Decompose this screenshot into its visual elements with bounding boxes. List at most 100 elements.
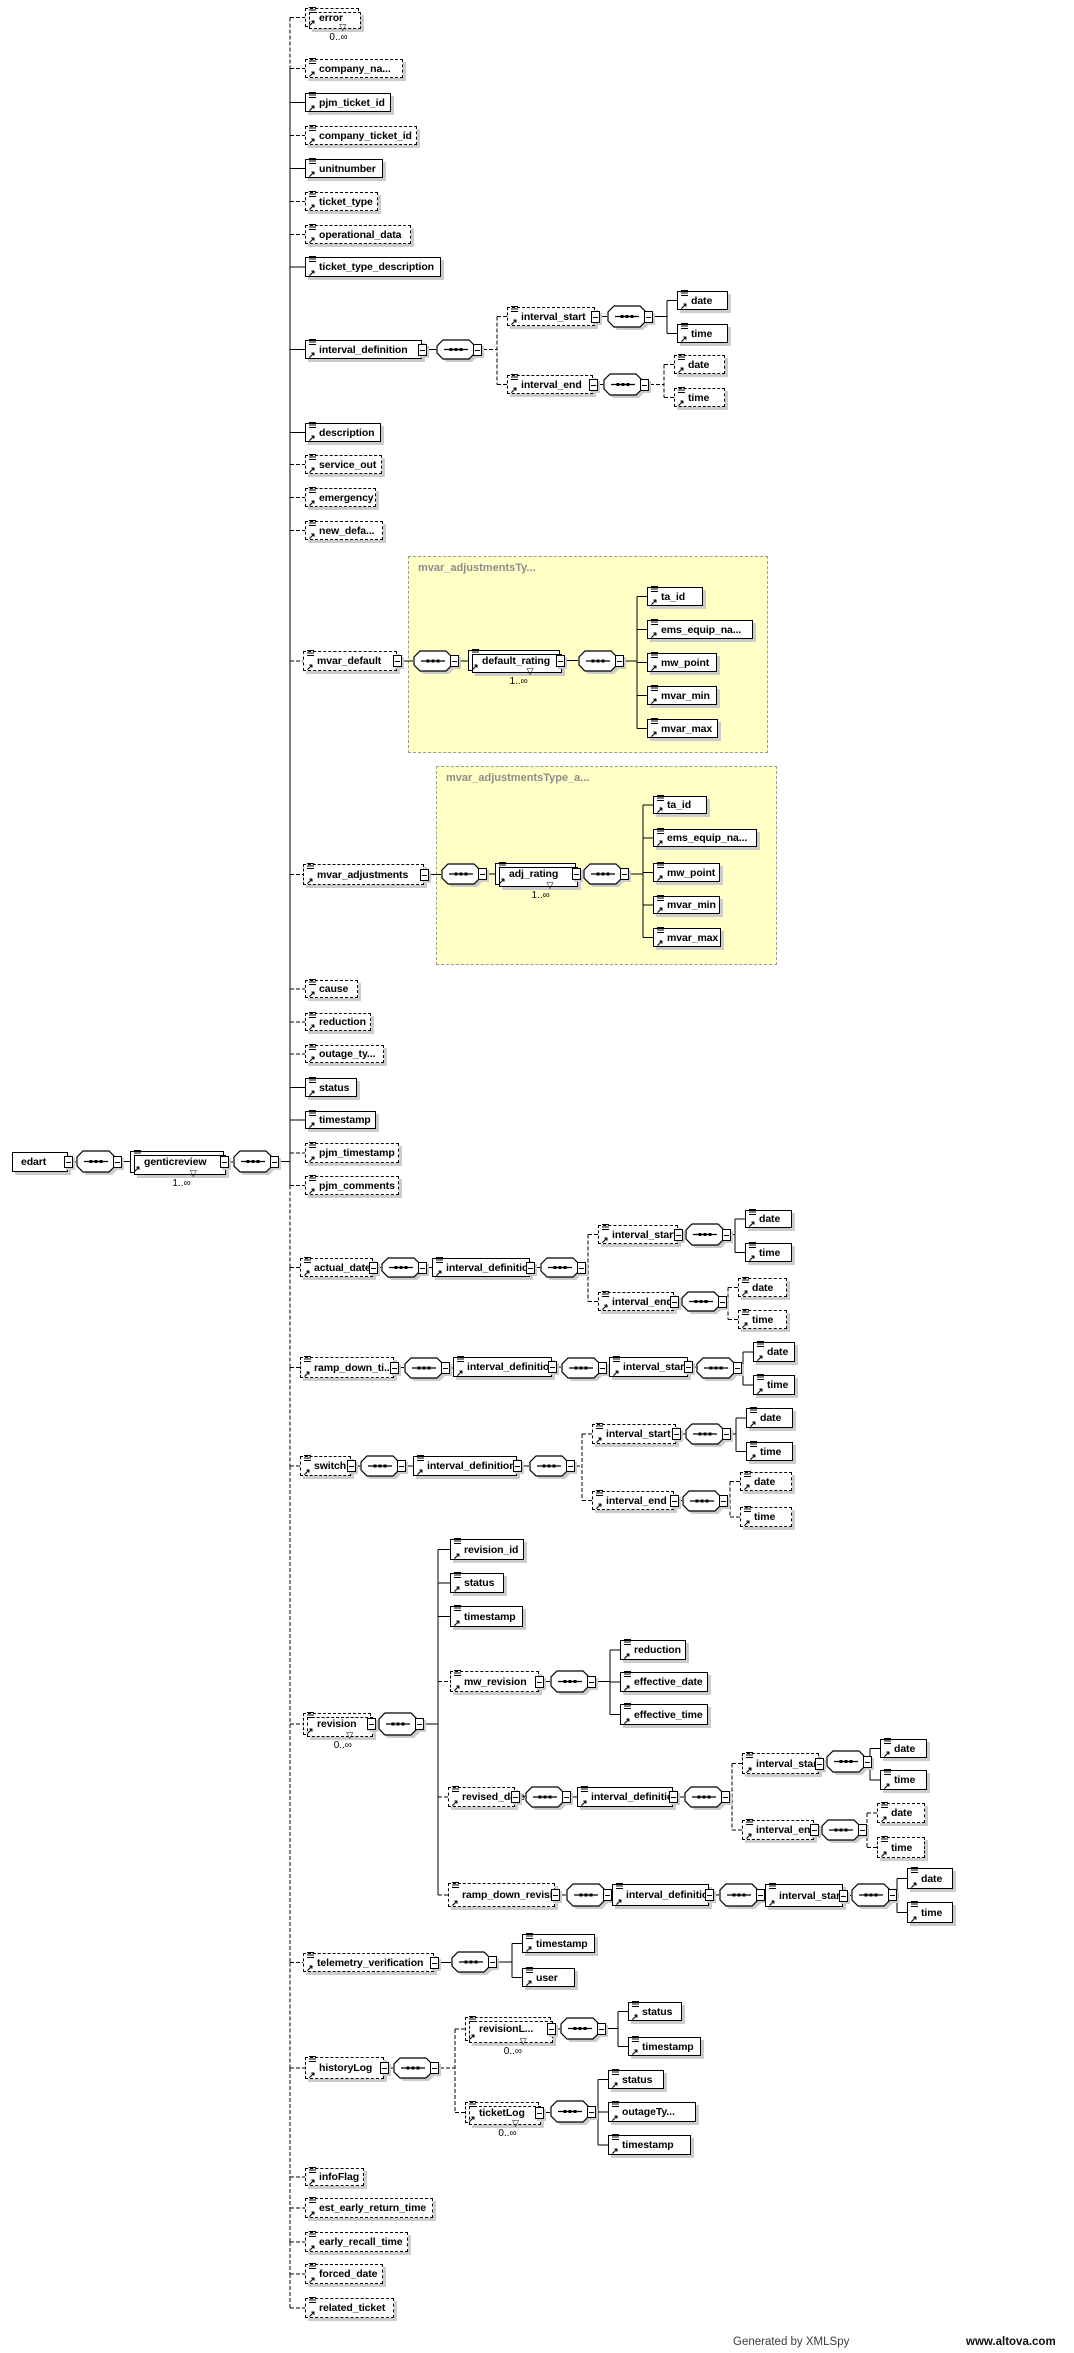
collapse-handle[interactable] <box>670 1494 679 1507</box>
collapse-handle[interactable] <box>548 1361 557 1373</box>
element-time_rvds[interactable]: ↗time <box>880 1769 927 1791</box>
element-effective_time[interactable]: ↗effective_time <box>620 1703 708 1726</box>
element-time_rr[interactable]: ↗time <box>907 1901 953 1924</box>
element-mvar_min1[interactable]: ↗mvar_min <box>647 685 717 706</box>
element-operational_data[interactable]: ↗operational_data <box>305 224 411 245</box>
element-ramp_down_revisi[interactable]: ↗ramp_down_revisi... <box>448 1882 561 1908</box>
element-date_rt[interactable]: ↗date <box>753 1341 795 1363</box>
element-emergency[interactable]: ↗emergency <box>305 487 376 508</box>
collapse-handle[interactable] <box>418 1261 427 1274</box>
sequence-compositor[interactable] <box>441 863 487 887</box>
collapse-handle[interactable] <box>380 2062 389 2074</box>
collapse-handle[interactable] <box>556 654 565 667</box>
collapse-handle[interactable] <box>587 1675 596 1688</box>
collapse-handle[interactable] <box>839 1889 848 1902</box>
element-timestamp1[interactable]: ↗timestamp <box>305 1110 376 1130</box>
collapse-handle[interactable] <box>597 2022 606 2035</box>
collapse-handle[interactable] <box>513 1460 522 1472</box>
element-reduction_mw[interactable]: ↗reduction <box>620 1639 686 1661</box>
collapse-handle[interactable] <box>390 1361 399 1374</box>
element-telemetry_verification[interactable]: ↗telemetry_verification <box>303 1952 439 1973</box>
collapse-handle[interactable] <box>722 1228 731 1241</box>
element-istart_rt[interactable]: ↗interval_start <box>609 1356 693 1378</box>
collapse-handle[interactable] <box>669 1791 678 1803</box>
collapse-handle[interactable] <box>591 310 600 323</box>
element-date_swe[interactable]: ↗date <box>740 1471 792 1492</box>
collapse-handle[interactable] <box>418 343 427 356</box>
sequence-compositor[interactable] <box>436 339 482 362</box>
collapse-handle[interactable] <box>888 1889 897 1901</box>
collapse-handle[interactable] <box>815 1757 824 1770</box>
element-istart_rr[interactable]: ↗interval_start <box>765 1883 848 1908</box>
sequence-compositor[interactable] <box>233 1150 279 1175</box>
element-istart_ad[interactable]: ↗interval_start <box>598 1224 683 1245</box>
element-revisionL[interactable]: ▽↗revisionL...0..∞ <box>465 2016 556 2057</box>
collapse-handle[interactable] <box>863 1755 872 1768</box>
sequence-compositor[interactable] <box>851 1883 897 1909</box>
element-mvar_max2[interactable]: ↗mvar_max <box>653 927 721 948</box>
collapse-handle[interactable] <box>478 868 487 880</box>
element-infoFlag[interactable]: ↗infoFlag <box>305 2167 364 2187</box>
collapse-handle[interactable] <box>420 868 429 881</box>
collapse-handle[interactable] <box>684 1361 693 1373</box>
sequence-compositor[interactable] <box>560 2017 606 2042</box>
element-early_recall_time[interactable]: ↗early_recall_time <box>305 2231 408 2253</box>
element-status1[interactable]: ↗status <box>305 1077 357 1098</box>
element-time_swe[interactable]: ↗time <box>740 1506 792 1528</box>
element-date_i1e[interactable]: ↗date <box>674 354 725 375</box>
element-revised_date[interactable]: ↗revised_date <box>448 1786 525 1808</box>
element-timestamp_rev[interactable]: ↗timestamp <box>450 1605 523 1628</box>
element-company_na[interactable]: ↗company_na... <box>305 58 403 79</box>
element-time_rvde[interactable]: ↗time <box>877 1836 925 1859</box>
element-date_rvds[interactable]: ↗date <box>880 1738 927 1759</box>
element-mvar_adjustments[interactable]: ↗mvar_adjustments <box>303 863 429 886</box>
element-unitnumber[interactable]: ↗unitnumber <box>305 158 383 179</box>
element-iend_ad[interactable]: ↗interval_end <box>598 1291 679 1312</box>
element-date_rvde[interactable]: ↗date <box>877 1802 925 1824</box>
sequence-compositor[interactable] <box>566 1883 612 1909</box>
element-status_rev[interactable]: ↗status <box>450 1572 504 1594</box>
element-istart_sw[interactable]: ↗interval_start <box>592 1423 681 1445</box>
element-est_early_return_time[interactable]: ↗est_early_return_time <box>305 2197 433 2219</box>
sequence-compositor[interactable] <box>696 1357 742 1381</box>
sequence-compositor[interactable] <box>607 305 653 330</box>
collapse-handle[interactable] <box>347 1460 356 1472</box>
collapse-handle[interactable] <box>756 1889 765 1901</box>
collapse-handle[interactable] <box>615 655 624 667</box>
collapse-handle[interactable] <box>526 1261 535 1274</box>
element-related_ticket[interactable]: ↗related_ticket <box>305 2297 394 2319</box>
sequence-compositor[interactable] <box>684 1786 730 1810</box>
collapse-handle[interactable] <box>670 1295 679 1308</box>
collapse-handle[interactable] <box>644 310 653 323</box>
collapse-handle[interactable] <box>858 1824 867 1836</box>
element-istart1[interactable]: ↗interval_start <box>507 306 600 327</box>
collapse-handle[interactable] <box>511 1791 520 1803</box>
element-date_rr[interactable]: ↗date <box>907 1867 953 1890</box>
sequence-compositor[interactable] <box>550 1670 596 1695</box>
collapse-handle[interactable] <box>640 378 649 391</box>
sequence-compositor[interactable] <box>413 650 459 674</box>
element-date_ads[interactable]: ↗date <box>745 1209 792 1229</box>
sequence-compositor[interactable] <box>682 1490 728 1514</box>
element-timestamp_tl[interactable]: ↗timestamp <box>608 2134 691 2156</box>
element-ta_id2[interactable]: ↗ta_id <box>653 795 707 815</box>
collapse-handle[interactable] <box>441 1362 450 1374</box>
element-timestamp_rl[interactable]: ↗timestamp <box>628 2036 701 2057</box>
collapse-handle[interactable] <box>397 1460 406 1472</box>
collapse-handle[interactable] <box>450 655 459 667</box>
element-user_tv[interactable]: ↗user <box>522 1967 575 1988</box>
collapse-handle[interactable] <box>566 1460 575 1472</box>
collapse-handle[interactable] <box>430 2062 439 2074</box>
element-iend_rvd[interactable]: ↗interval_end <box>742 1819 819 1841</box>
collapse-handle[interactable] <box>415 1718 424 1730</box>
sequence-compositor[interactable] <box>561 1357 607 1381</box>
element-pjm_comments[interactable]: ↗pjm_comments <box>305 1175 399 1196</box>
element-description[interactable]: ↗description <box>305 422 381 443</box>
element-forced_date[interactable]: ↗forced_date <box>305 2263 383 2285</box>
collapse-handle[interactable] <box>113 1155 122 1168</box>
element-ta_id1[interactable]: ↗ta_id <box>647 586 703 607</box>
